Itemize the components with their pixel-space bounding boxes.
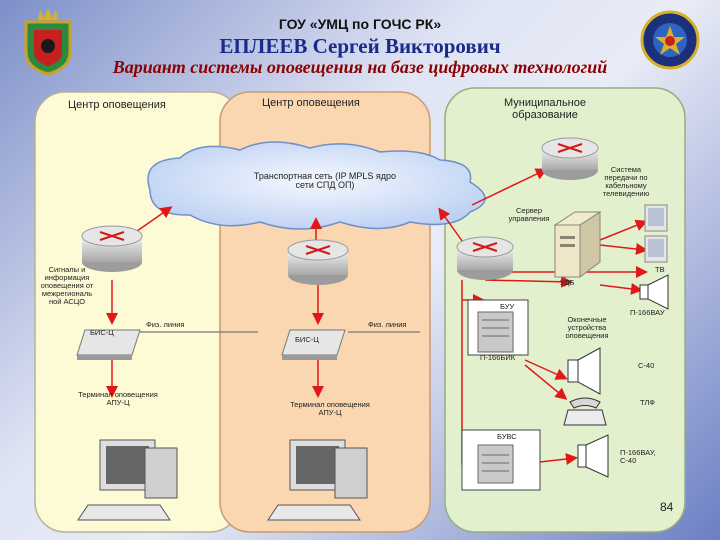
siren-c40-icon <box>567 347 601 395</box>
router-left <box>81 225 143 272</box>
loudspeaker-p166vau-icon <box>639 274 669 310</box>
phys-line-middle-label: Физ. линия <box>368 320 407 329</box>
bis-c-left-label: БИС-Ц <box>90 328 114 337</box>
router-cable-tv <box>541 137 599 180</box>
transport-network-label: Транспортная сеть (IP MPLS ядро сети СПД… <box>253 171 397 191</box>
cable-tv-system-label: Система передачи по кабельному телевиден… <box>602 165 650 198</box>
router-right <box>456 236 514 280</box>
router-middle <box>287 239 349 285</box>
p166vau-c40-label: П-166ВАУ, С-40 <box>620 448 656 465</box>
p166bik-equipment-icon <box>477 311 514 353</box>
telephone-icon <box>563 397 607 426</box>
control-server-label: Сервер управления <box>508 206 550 223</box>
terminal-devices-label: Оконечные устройства оповещения <box>565 315 609 340</box>
control-server-icon <box>553 211 602 278</box>
p166bik-label: П-166БИК <box>480 353 516 362</box>
bis-c-middle-label: БИС-Ц <box>295 335 319 344</box>
tlf-label: ТЛФ <box>640 398 655 407</box>
signals-info-label: Сигналы и информация оповещения от межре… <box>40 265 94 306</box>
author-name: ЕПЛЕЕВ Сергей Викторович <box>219 34 501 58</box>
zone-right-label: Муниципальное образование <box>504 97 586 121</box>
tv-label: ТВ <box>655 265 665 274</box>
zone-right <box>444 87 686 533</box>
loudspeaker-buvs-icon <box>577 434 609 478</box>
terminal-left-label: Терминал оповещения АПУ-Ц <box>78 390 158 407</box>
coat-of-arms-emblem <box>24 8 72 76</box>
buvs-label: БУВС <box>497 432 517 441</box>
c40-label: С-40 <box>638 361 655 370</box>
transport-network-cloud <box>147 141 486 230</box>
buu-label: БУУ <box>500 302 515 311</box>
tv-device-bottom <box>644 235 668 263</box>
buvs-equipment-icon <box>477 444 514 484</box>
slide-title: Вариант системы оповещения на базе цифро… <box>112 57 608 77</box>
terminal-apu-c-middle-icon <box>267 439 368 521</box>
zone-middle-label: Центр оповещения <box>262 97 360 109</box>
udb-label: УДБ <box>560 278 575 287</box>
tv-device-top <box>644 204 668 232</box>
page-number: 84 <box>660 500 674 514</box>
ministry-emblem <box>640 10 700 70</box>
bis-c-box-left <box>76 329 141 360</box>
zone-left-label: Центр оповещения <box>68 99 166 111</box>
organization-title: ГОУ «УМЦ по ГОЧС РК» <box>278 16 442 32</box>
terminal-apu-c-left-icon <box>77 439 178 521</box>
bis-c-box-middle <box>281 329 346 360</box>
terminal-middle-label: Терминал оповещения АПУ-Ц <box>290 400 370 417</box>
phys-line-left-label: Физ. линия <box>146 320 185 329</box>
p166vau-label: П-166ВАУ <box>630 308 665 317</box>
